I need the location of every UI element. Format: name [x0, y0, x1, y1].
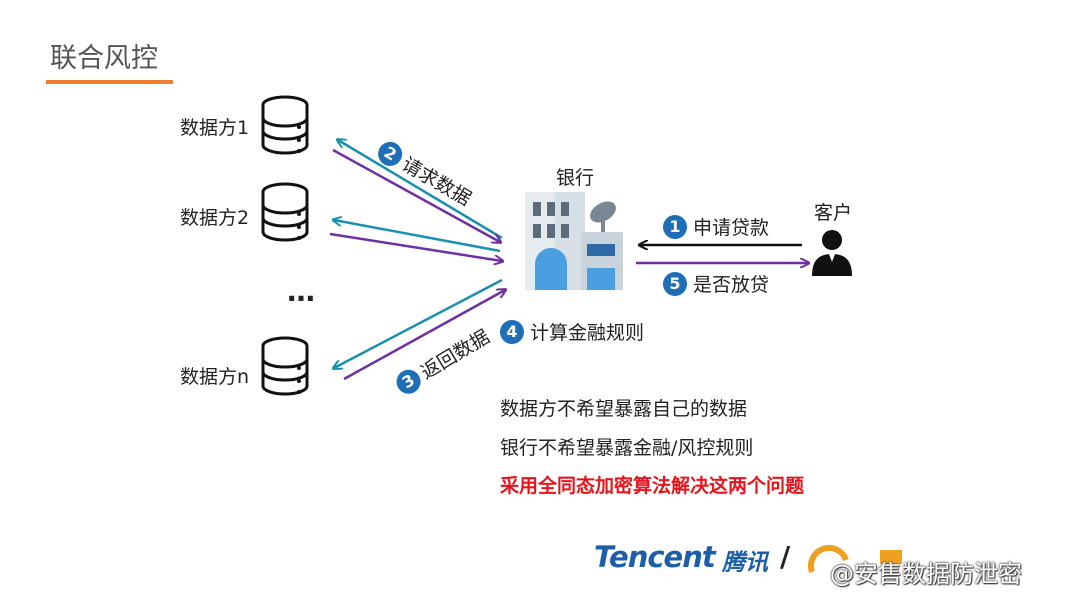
step-4-label: 计算金融规则: [530, 322, 645, 344]
arrow-bank-to-partyn-request: [334, 278, 503, 368]
slide-title: 联合风控: [50, 43, 158, 74]
tencent-logo: Tencent: [594, 540, 716, 574]
step-5-badge: 5: [663, 271, 687, 296]
tencent-logo-cn: 腾讯: [722, 550, 768, 576]
database-icon: [261, 336, 309, 396]
arrow-party2-to-bank-return: [329, 232, 502, 261]
bank-building-icon: [525, 192, 623, 290]
step-1-badge: 1: [663, 214, 687, 239]
more-parties-ellipsis: …: [287, 275, 316, 308]
note-fhe-solution: 采用全同态加密算法解决这两个问题: [500, 475, 805, 497]
title-underline: [46, 80, 173, 84]
step-4: 4 计算金融规则: [500, 318, 644, 345]
customer-label: 客户: [814, 202, 853, 224]
watermark: @安售数据防泄密: [830, 560, 1022, 588]
arrow-bank-to-party1-request: [338, 140, 503, 240]
step-5-label: 是否放贷: [693, 274, 770, 296]
data-party-n-label: 数据方n: [180, 366, 250, 388]
step-1-label: 申请贷款: [693, 217, 770, 239]
bank-label: 银行: [556, 167, 595, 189]
step-1: 1 申请贷款: [663, 213, 769, 240]
customer-person-icon: [812, 230, 852, 276]
logo-separator: /: [780, 540, 791, 573]
note-data-party-privacy: 数据方不希望暴露自己的数据: [500, 398, 748, 420]
database-icon: [261, 95, 309, 155]
arrow-party1-to-bank-return: [332, 148, 500, 242]
arrow-bank-to-party2-request: [334, 220, 501, 253]
data-party-2-label: 数据方2: [180, 207, 250, 229]
step-4-badge: 4: [500, 319, 524, 344]
step-5: 5 是否放贷: [663, 270, 769, 297]
database-icon: [261, 182, 309, 242]
arrow-partyn-to-bank-return: [343, 290, 505, 381]
data-party-1-label: 数据方1: [180, 117, 250, 139]
note-bank-rules-privacy: 银行不希望暴露金融/风控规则: [500, 437, 754, 459]
